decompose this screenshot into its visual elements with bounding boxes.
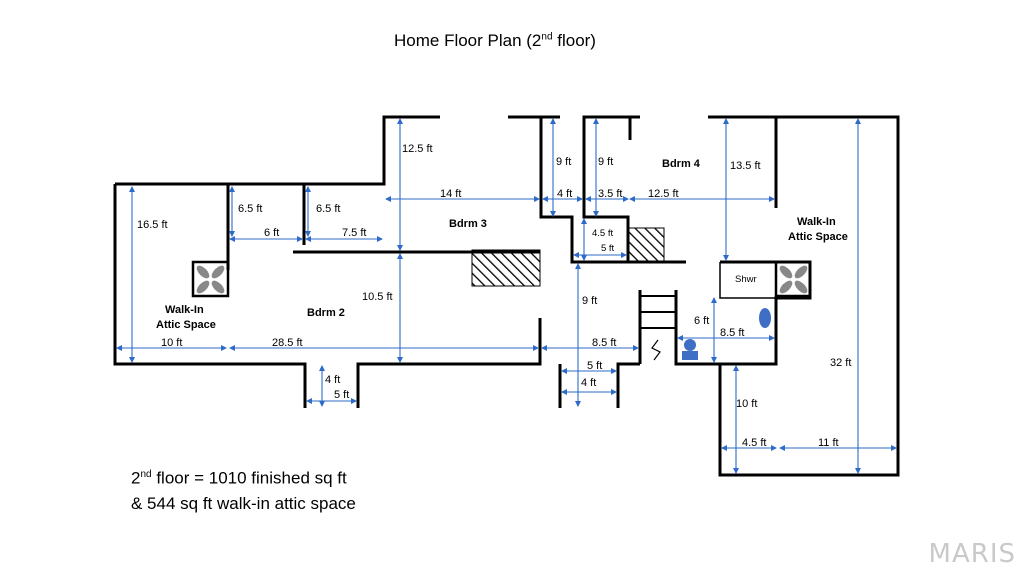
dim-label: 16.5 ft bbox=[137, 219, 168, 231]
dim-label: 9 ft bbox=[598, 156, 613, 168]
dim-label: 4 ft bbox=[325, 374, 340, 386]
stair-break-icon bbox=[651, 339, 661, 361]
dim-label: 32 ft bbox=[830, 357, 851, 369]
wall-stair-right bbox=[638, 115, 900, 477]
floor-summary: 2nd floor = 1010 finished sq ft & 544 sq… bbox=[131, 462, 356, 516]
dim-label: 8.5 ft bbox=[720, 327, 744, 339]
room-label-attic-left-2: Attic Space bbox=[156, 319, 216, 331]
dim-label: 28.5 ft bbox=[272, 337, 303, 349]
room-label-bdrm2: Bdrm 2 bbox=[307, 307, 345, 319]
dim-label: 9 ft bbox=[556, 156, 571, 168]
dim-label: 5 ft bbox=[334, 389, 349, 401]
wall-closet-bottom bbox=[356, 318, 542, 408]
summary-floor-number: 2 bbox=[131, 468, 141, 488]
dim-label: 6 ft bbox=[264, 227, 279, 239]
dim-label: 6 ft bbox=[694, 315, 709, 327]
dim-label: 8.5 ft bbox=[592, 337, 616, 349]
chimney-hatch-left bbox=[471, 249, 541, 287]
dim-label: 11 ft bbox=[818, 437, 839, 449]
dim-label: 4 ft bbox=[581, 377, 596, 389]
room-label-bdrm4: Bdrm 4 bbox=[662, 158, 701, 170]
sink-icon bbox=[759, 308, 771, 328]
wall-closet-mid bbox=[539, 115, 640, 264]
dim-label: 5 ft bbox=[587, 360, 602, 372]
wall-stairs bbox=[640, 295, 676, 329]
dim-label: 5 ft bbox=[601, 243, 615, 254]
wall-bath-shower bbox=[719, 262, 776, 299]
dim-label: 4.5 ft bbox=[742, 437, 766, 449]
dim-label: 12.5 ft bbox=[648, 188, 679, 200]
room-label-attic-right-2: Attic Space bbox=[788, 231, 848, 243]
dim-label: 14 ft bbox=[440, 188, 461, 200]
room-label-shower: Shwr bbox=[735, 274, 757, 285]
attic-fan-right-icon bbox=[774, 260, 812, 298]
wall-closet-under bbox=[558, 362, 640, 408]
dim-label: 7.5 ft bbox=[342, 227, 366, 239]
title-suffix: floor) bbox=[552, 31, 596, 50]
dim-label: 6.5 ft bbox=[316, 203, 340, 215]
summary-line-1: 2nd floor = 1010 finished sq ft bbox=[131, 462, 356, 491]
room-label-bdrm3: Bdrm 3 bbox=[449, 218, 487, 230]
dim-label: 10 ft bbox=[736, 398, 757, 410]
dimension-arrows bbox=[116, 118, 897, 474]
attic-fan-icon bbox=[191, 260, 230, 298]
dim-label: 13.5 ft bbox=[730, 160, 761, 172]
summary-line-2: & 544 sq ft walk-in attic space bbox=[131, 493, 356, 513]
page-title: Home Floor Plan (2nd floor) bbox=[0, 31, 990, 51]
summary-finished-text: floor = 1010 finished sq ft bbox=[151, 468, 347, 488]
dim-label: 4.5 ft bbox=[592, 228, 613, 239]
dim-label: 6.5 ft bbox=[238, 203, 262, 215]
dim-label: 3.5 ft bbox=[598, 188, 622, 200]
summary-superscript: nd bbox=[140, 469, 152, 480]
maris-watermark: MARIS bbox=[928, 539, 1016, 569]
dim-label: 12.5 ft bbox=[402, 143, 433, 155]
wall-bdrm2-bottom-left bbox=[228, 362, 307, 408]
dim-label: 4 ft bbox=[557, 188, 572, 200]
toilet-icon bbox=[682, 339, 698, 360]
room-label-attic-right-1: Walk-In bbox=[797, 216, 836, 228]
dim-label: 9 ft bbox=[582, 295, 597, 307]
title-superscript: nd bbox=[541, 31, 553, 43]
dim-label: 10.5 ft bbox=[362, 291, 393, 303]
wall-outer-left bbox=[113, 184, 228, 366]
wall-outer-left-top bbox=[115, 115, 440, 186]
chimney-hatch-right bbox=[627, 227, 665, 263]
room-label-attic-left-1: Walk-In bbox=[165, 304, 204, 316]
dim-label: 10 ft bbox=[161, 337, 182, 349]
title-text: Home Floor Plan (2 bbox=[394, 31, 542, 50]
